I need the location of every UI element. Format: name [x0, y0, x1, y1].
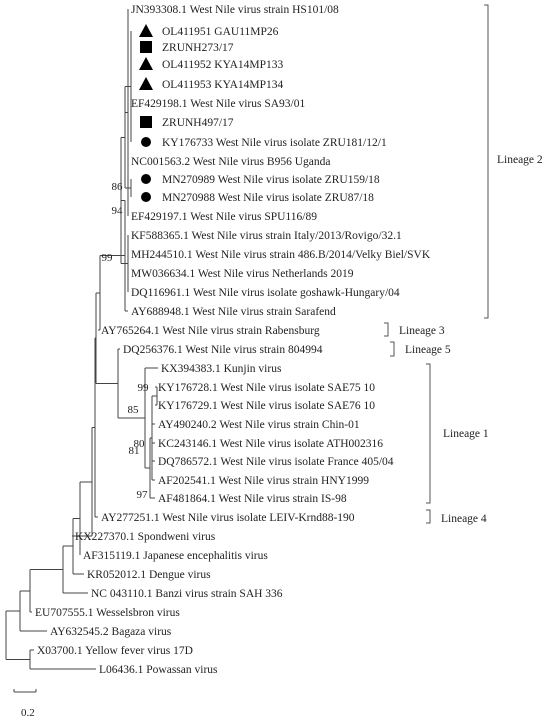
scale-bar-label: 0.2: [21, 707, 35, 719]
bootstrap-value: 99: [102, 252, 114, 264]
taxon-label: EF429198.1 West Nile virus SA93/01: [131, 98, 305, 110]
taxon-label: KX227370.1 Spondweni virus: [75, 531, 216, 543]
bootstrap-value: 80: [134, 438, 146, 450]
lineage-label: Lineage 5: [405, 344, 451, 356]
taxon-label: JN393308.1 West Nile virus strain HS101/…: [131, 4, 339, 16]
taxon-labels: JN393308.1 West Nile virus strain HS101/…: [35, 4, 431, 676]
bootstrap-value: 97: [137, 489, 149, 501]
lineage-label: Lineage 3: [399, 325, 445, 337]
taxon-label: KC243146.1 West Nile virus isolate ATH00…: [158, 438, 383, 450]
bootstrap-value: 81: [129, 445, 140, 457]
bootstrap-value: 99: [138, 382, 150, 394]
lineage-label: Lineage 1: [443, 428, 489, 440]
taxon-label: AF202541.1 West Nile virus strain HNY199…: [158, 475, 369, 487]
lineage-label: Lineage 2: [497, 154, 543, 166]
taxon-label: AF315119.1 Japanese encephalitis virus: [83, 550, 268, 562]
taxon-label: DQ786572.1 West Nile virus isolate Franc…: [158, 456, 394, 468]
circle-marker-icon: [141, 137, 151, 147]
lineage-brackets: Lineage 2 Lineage 3 Lineage 5 Lineage 1 Line…: [384, 4, 543, 525]
scale-bar: 0.2: [13, 689, 37, 719]
taxon-markers: [139, 24, 153, 202]
bootstrap-value: 86: [112, 181, 124, 193]
taxon-label: MN270988 West Nile virus isolate ZRU87/1…: [162, 192, 374, 204]
triangle-marker-icon: [139, 77, 153, 90]
taxon-label: OL411951 GAU11MP26: [162, 26, 279, 38]
bootstrap-value: 94: [112, 205, 124, 217]
taxon-label: AY765264.1 West Nile virus strain Rabens…: [101, 325, 320, 337]
taxon-label: KY176728.1 West Nile virus isolate SAE75…: [158, 382, 375, 394]
taxon-label: OL411952 KYA14MP133: [162, 59, 284, 71]
taxon-label: AF481864.1 West Nile virus strain IS-98: [158, 493, 347, 505]
taxon-label: MH244510.1 West Nile virus strain 486.B/…: [131, 249, 431, 261]
triangle-marker-icon: [139, 24, 153, 37]
circle-marker-icon: [141, 192, 151, 202]
taxon-label: OL411953 KYA14MP134: [162, 79, 284, 91]
taxon-label: L06436.1 Powassan virus: [99, 664, 218, 676]
taxon-label: X03700.1 Yellow fever virus 17D: [37, 645, 193, 657]
lineage-label: Lineage 4: [441, 513, 487, 525]
taxon-label: KR052012.1 Dengue virus: [87, 569, 211, 581]
taxon-label: MN270989 West Nile virus isolate ZRU159/…: [162, 174, 380, 186]
triangle-marker-icon: [139, 57, 153, 70]
taxon-label: DQ256376.1 West Nile virus strain 804994: [123, 344, 323, 356]
square-marker-icon: [140, 116, 152, 128]
lineage-bracket: [426, 363, 431, 504]
bootstrap-value: 85: [128, 404, 140, 416]
taxon-label: ZRUNH497/17: [162, 117, 234, 129]
taxon-label: NC 043110.1 Banzi virus strain SAH 336: [91, 588, 283, 600]
lineage-bracket: [484, 4, 489, 319]
taxon-label: AY632545.2 Bagaza virus: [50, 626, 172, 638]
taxon-label: KF588365.1 West Nile virus strain Italy/…: [131, 230, 402, 242]
lineage-bracket: [384, 322, 389, 337]
lineage-bracket: [426, 509, 431, 524]
taxon-label: ZRUNH273/17: [162, 42, 234, 54]
taxon-label: KY176733 West Nile virus isolate ZRU181/…: [162, 137, 387, 149]
circle-marker-icon: [141, 174, 151, 184]
taxon-label: KX394383.1 Kunjin virus: [161, 363, 282, 375]
taxon-label: KY176729.1 West Nile virus isolate SAE76…: [158, 400, 375, 412]
taxon-label: AY490240.2 West Nile virus strain Chin-0…: [158, 419, 360, 431]
tree-branches: [5, 9, 158, 670]
taxon-label: AY277251.1 West Nile virus isolate LEIV-…: [101, 512, 355, 524]
taxon-label: NC001563.2 West Nile virus B956 Uganda: [131, 156, 330, 168]
taxon-label: EF429197.1 West Nile virus SPU116/89: [131, 211, 317, 223]
taxon-label: EU707555.1 Wesselsbron virus: [35, 607, 180, 619]
square-marker-icon: [140, 41, 152, 53]
taxon-label: AY688948.1 West Nile virus strain Sarafe…: [131, 306, 336, 318]
taxon-label: DQ116961.1 West Nile virus isolate gosha…: [131, 287, 400, 299]
taxon-label: MW036634.1 West Nile virus Netherlands 2…: [131, 268, 354, 280]
lineage-bracket: [390, 341, 395, 357]
